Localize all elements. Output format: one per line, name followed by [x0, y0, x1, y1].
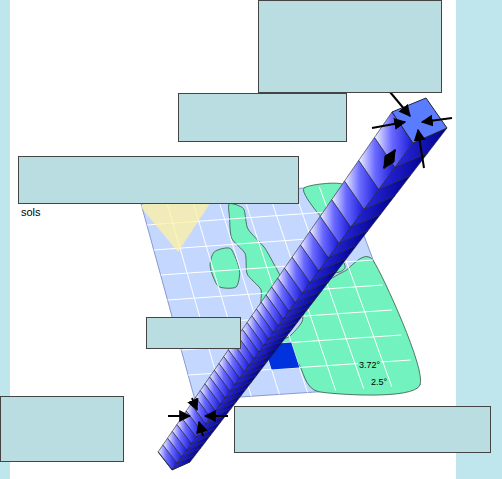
flux-arrow [205, 415, 228, 417]
flux-arrow [372, 122, 405, 128]
dimension-label: 3.72° [358, 361, 381, 371]
empty-box [19, 157, 299, 204]
grid-line [243, 193, 308, 393]
empty-callout-boxes [1, 1, 491, 462]
flux-arrow [384, 150, 395, 168]
column-cell [158, 452, 172, 470]
dimension-label: 2.5° [370, 378, 388, 388]
empty-box [179, 94, 347, 142]
flux-arrow [384, 150, 395, 168]
empty-box [259, 1, 442, 93]
flux-arrow [418, 130, 424, 168]
flux-arrow [422, 118, 452, 122]
column-cell [172, 462, 190, 470]
flux-arrow [192, 398, 197, 410]
empty-box [147, 318, 241, 349]
empty-box [1, 397, 124, 462]
beam-label: sols [20, 206, 42, 218]
land [274, 257, 421, 395]
flux-arrow [168, 415, 190, 417]
flux-arrow [390, 92, 410, 116]
flux-arrow [199, 422, 203, 436]
column-cell [172, 455, 195, 470]
column-cell [158, 445, 177, 470]
empty-box [235, 407, 491, 453]
